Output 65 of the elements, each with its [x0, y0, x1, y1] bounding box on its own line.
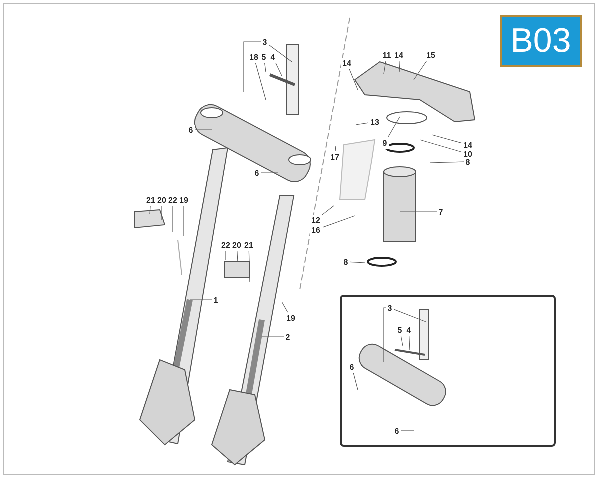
callout-number: 4 [269, 52, 277, 62]
leader-line [384, 308, 386, 362]
callout-number: 5 [396, 324, 404, 336]
leader-line [356, 122, 369, 126]
callout-number: 13 [368, 116, 382, 128]
leader-line [264, 62, 266, 72]
leader-line [384, 60, 386, 74]
leader-line [400, 430, 414, 432]
callout-number: 15 [424, 50, 438, 60]
callout-number: 9 [381, 138, 389, 148]
callout-number: 8 [464, 156, 472, 168]
callout-number: 6 [348, 362, 356, 372]
leader-line [353, 372, 358, 390]
leader-line [244, 42, 262, 92]
callout-number: 19 [178, 194, 190, 206]
leader-line [322, 206, 334, 216]
leader-line [260, 172, 278, 174]
callout-number: 17 [328, 152, 342, 162]
section-code: B03 [500, 15, 582, 67]
leader-line [275, 62, 282, 76]
callout-number: 14 [340, 58, 354, 68]
callout-number: 18 [248, 52, 260, 62]
leader-line [394, 309, 426, 322]
callout-number: 12 [310, 214, 322, 226]
callout-number: 14 [392, 50, 406, 60]
callout-number: 21 [144, 194, 158, 206]
callout-number: 22 [220, 240, 232, 250]
callout-number: 16 [310, 224, 322, 236]
leader-line [388, 116, 400, 138]
leader-line [348, 68, 358, 90]
callout-number: 5 [260, 52, 268, 62]
leader-line [237, 250, 238, 262]
callout-number: 4 [405, 324, 413, 336]
callout-number: 14 [462, 140, 474, 150]
leader-line [408, 335, 410, 350]
leader-line [322, 216, 356, 228]
leader-line [268, 44, 292, 62]
callout-number: 8 [342, 256, 350, 268]
callout-number: 19 [284, 312, 298, 324]
leader-line [248, 250, 250, 282]
callout-number: 1 [212, 294, 220, 306]
leader-line [399, 60, 400, 72]
callout-number: 2 [284, 332, 292, 342]
callout-number: 3 [261, 36, 269, 48]
callout-number: 7 [437, 206, 445, 218]
inset-panel [340, 295, 556, 447]
leader-line [282, 302, 288, 313]
leader-line [350, 262, 366, 264]
callout-number: 6 [187, 124, 195, 136]
leader-line [262, 336, 284, 338]
leader-line [335, 146, 336, 152]
leader-line [430, 162, 464, 164]
leader-line [150, 205, 151, 214]
callout-number: 3 [386, 302, 394, 314]
leader-line [172, 205, 174, 232]
leader-line [255, 62, 266, 100]
leader-line [400, 335, 404, 346]
leader-line [432, 134, 462, 144]
callout-number: 6 [253, 168, 261, 178]
callout-number: 11 [380, 50, 394, 60]
leader-line [414, 60, 428, 80]
leader-line [420, 140, 462, 152]
callout-number: 20 [230, 240, 244, 250]
callout-number: 21 [242, 240, 256, 250]
callout-number: 6 [393, 426, 401, 436]
